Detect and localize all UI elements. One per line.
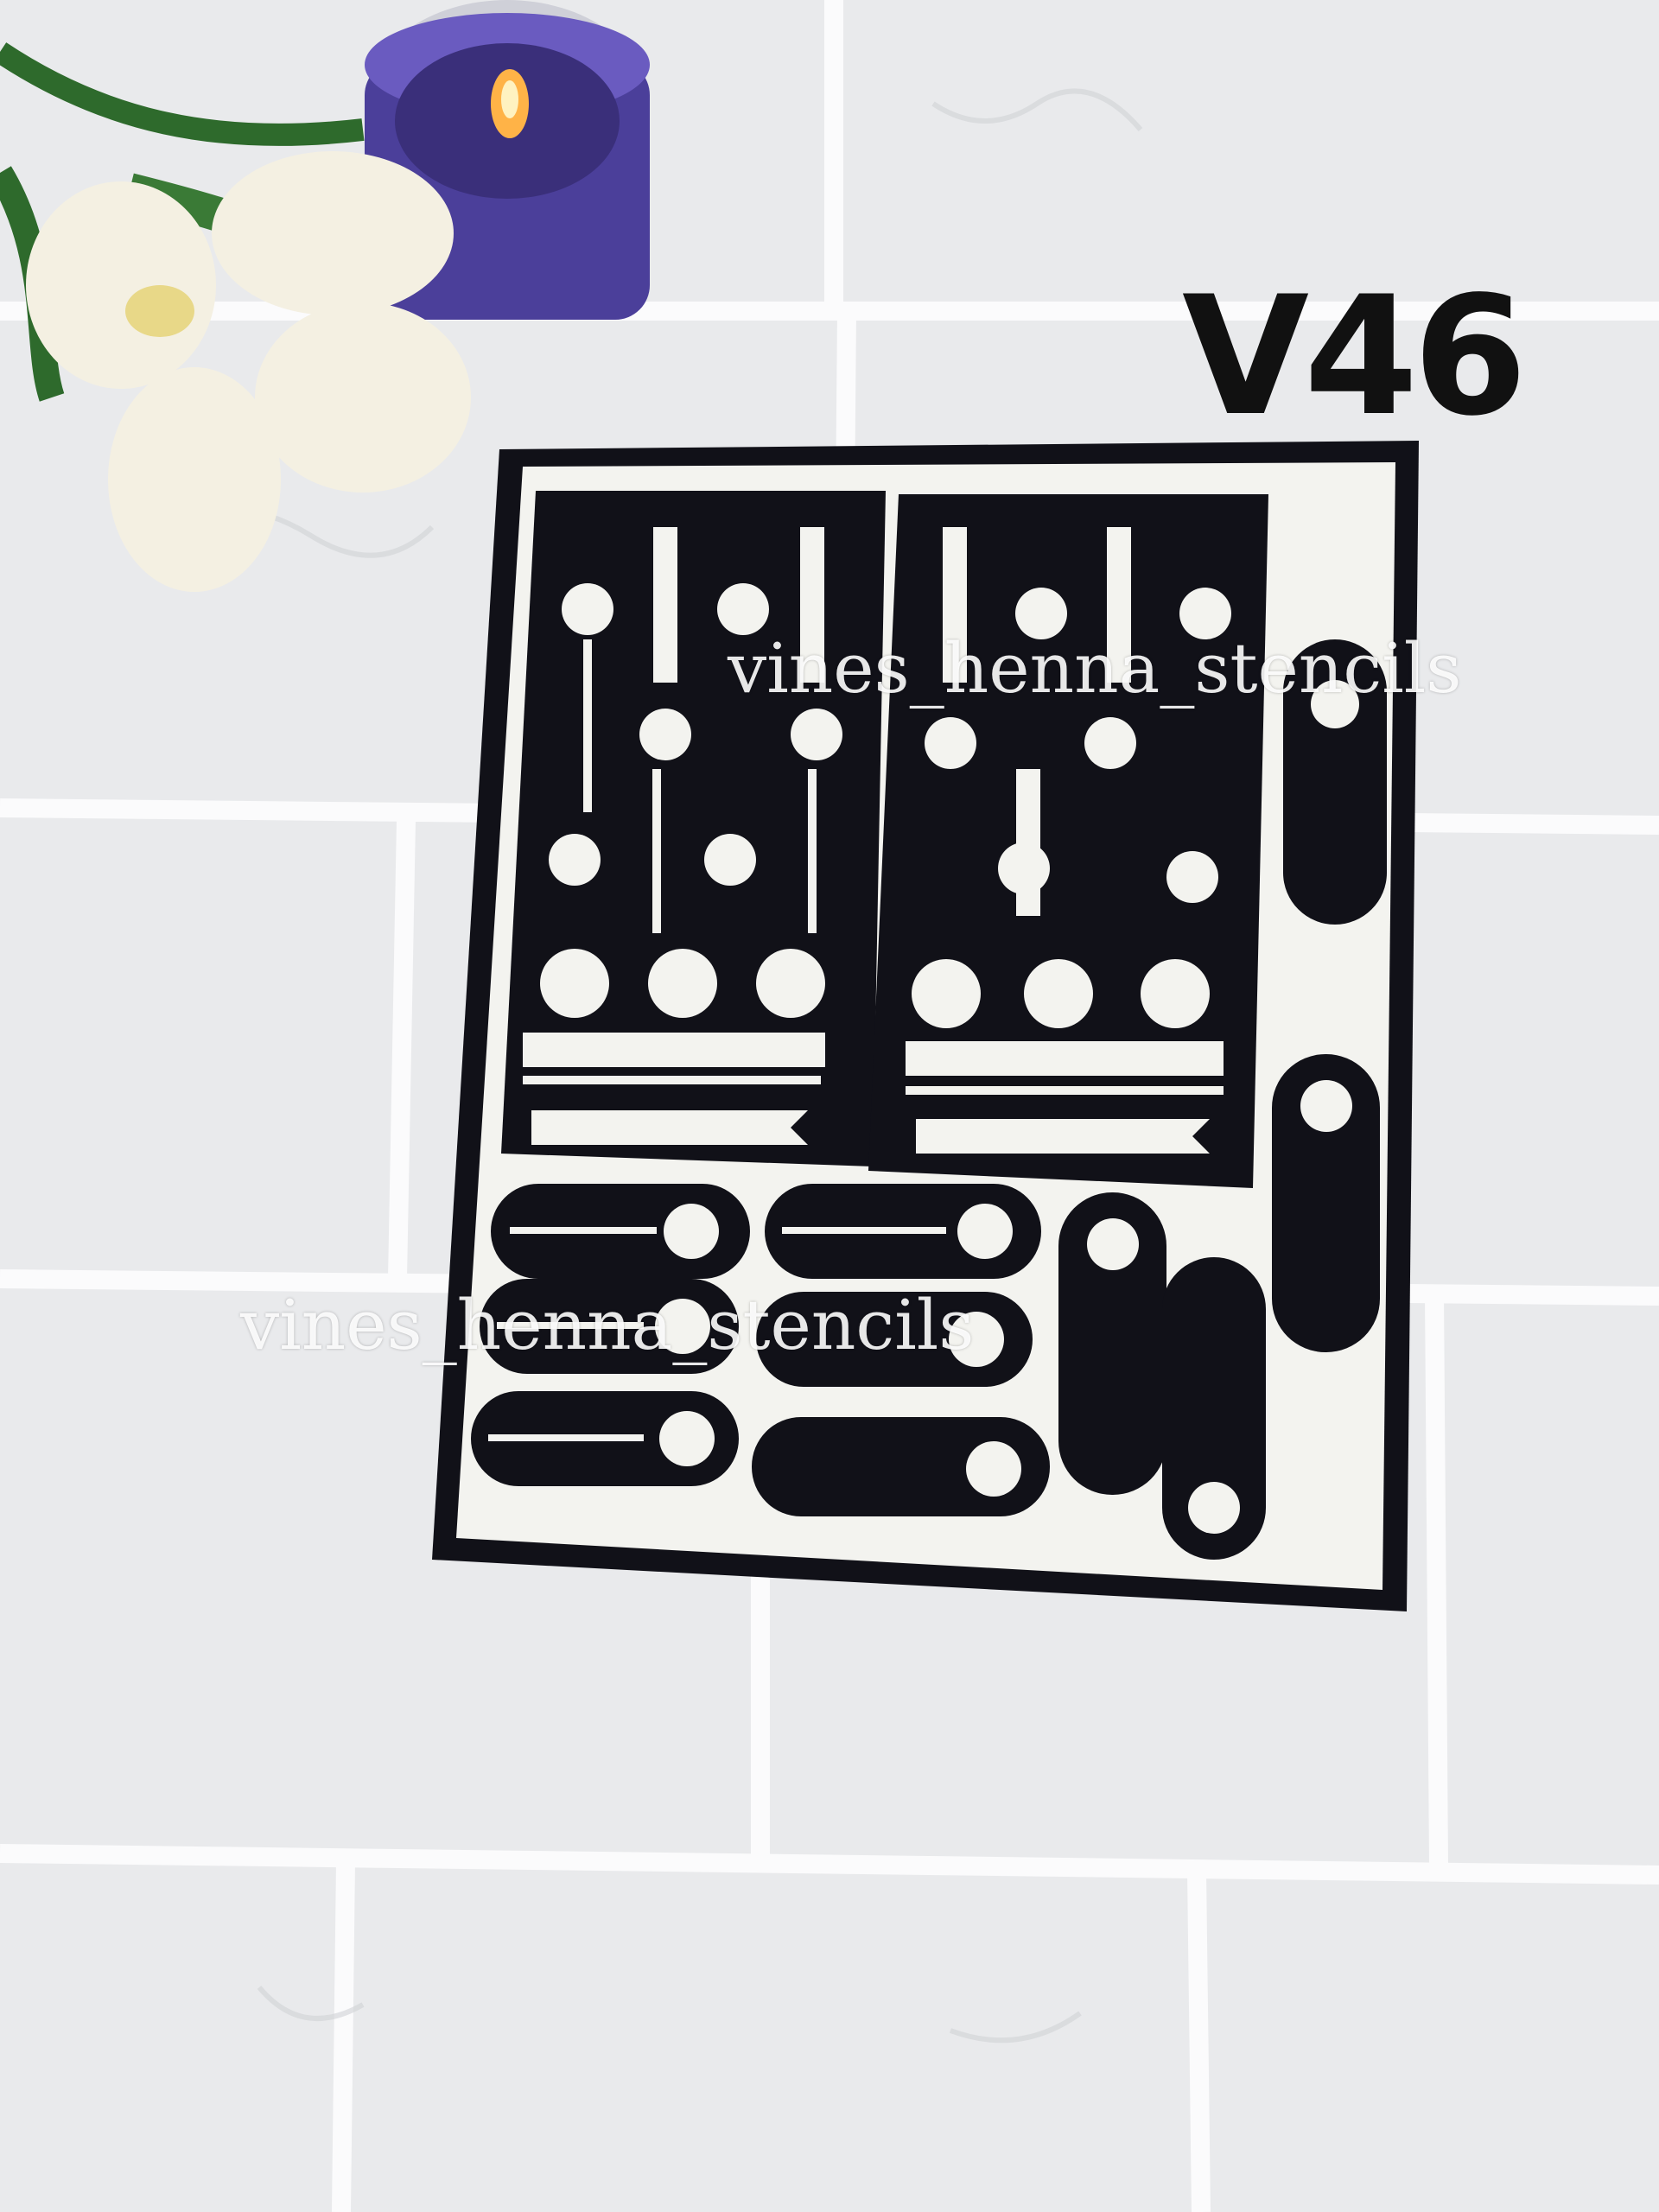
watermark-top: vines_henna_stencils (728, 628, 1462, 709)
henna-stencil-sheet (432, 441, 1419, 1611)
tulip-bouquet (0, 42, 471, 592)
stencil-panel-right (868, 494, 1268, 1188)
design-code-label: V46 (1182, 261, 1527, 452)
stencil-panel-left (501, 491, 886, 1166)
watermark-bottom: vines_henna_stencils (240, 1285, 975, 1365)
candle (365, 0, 650, 320)
